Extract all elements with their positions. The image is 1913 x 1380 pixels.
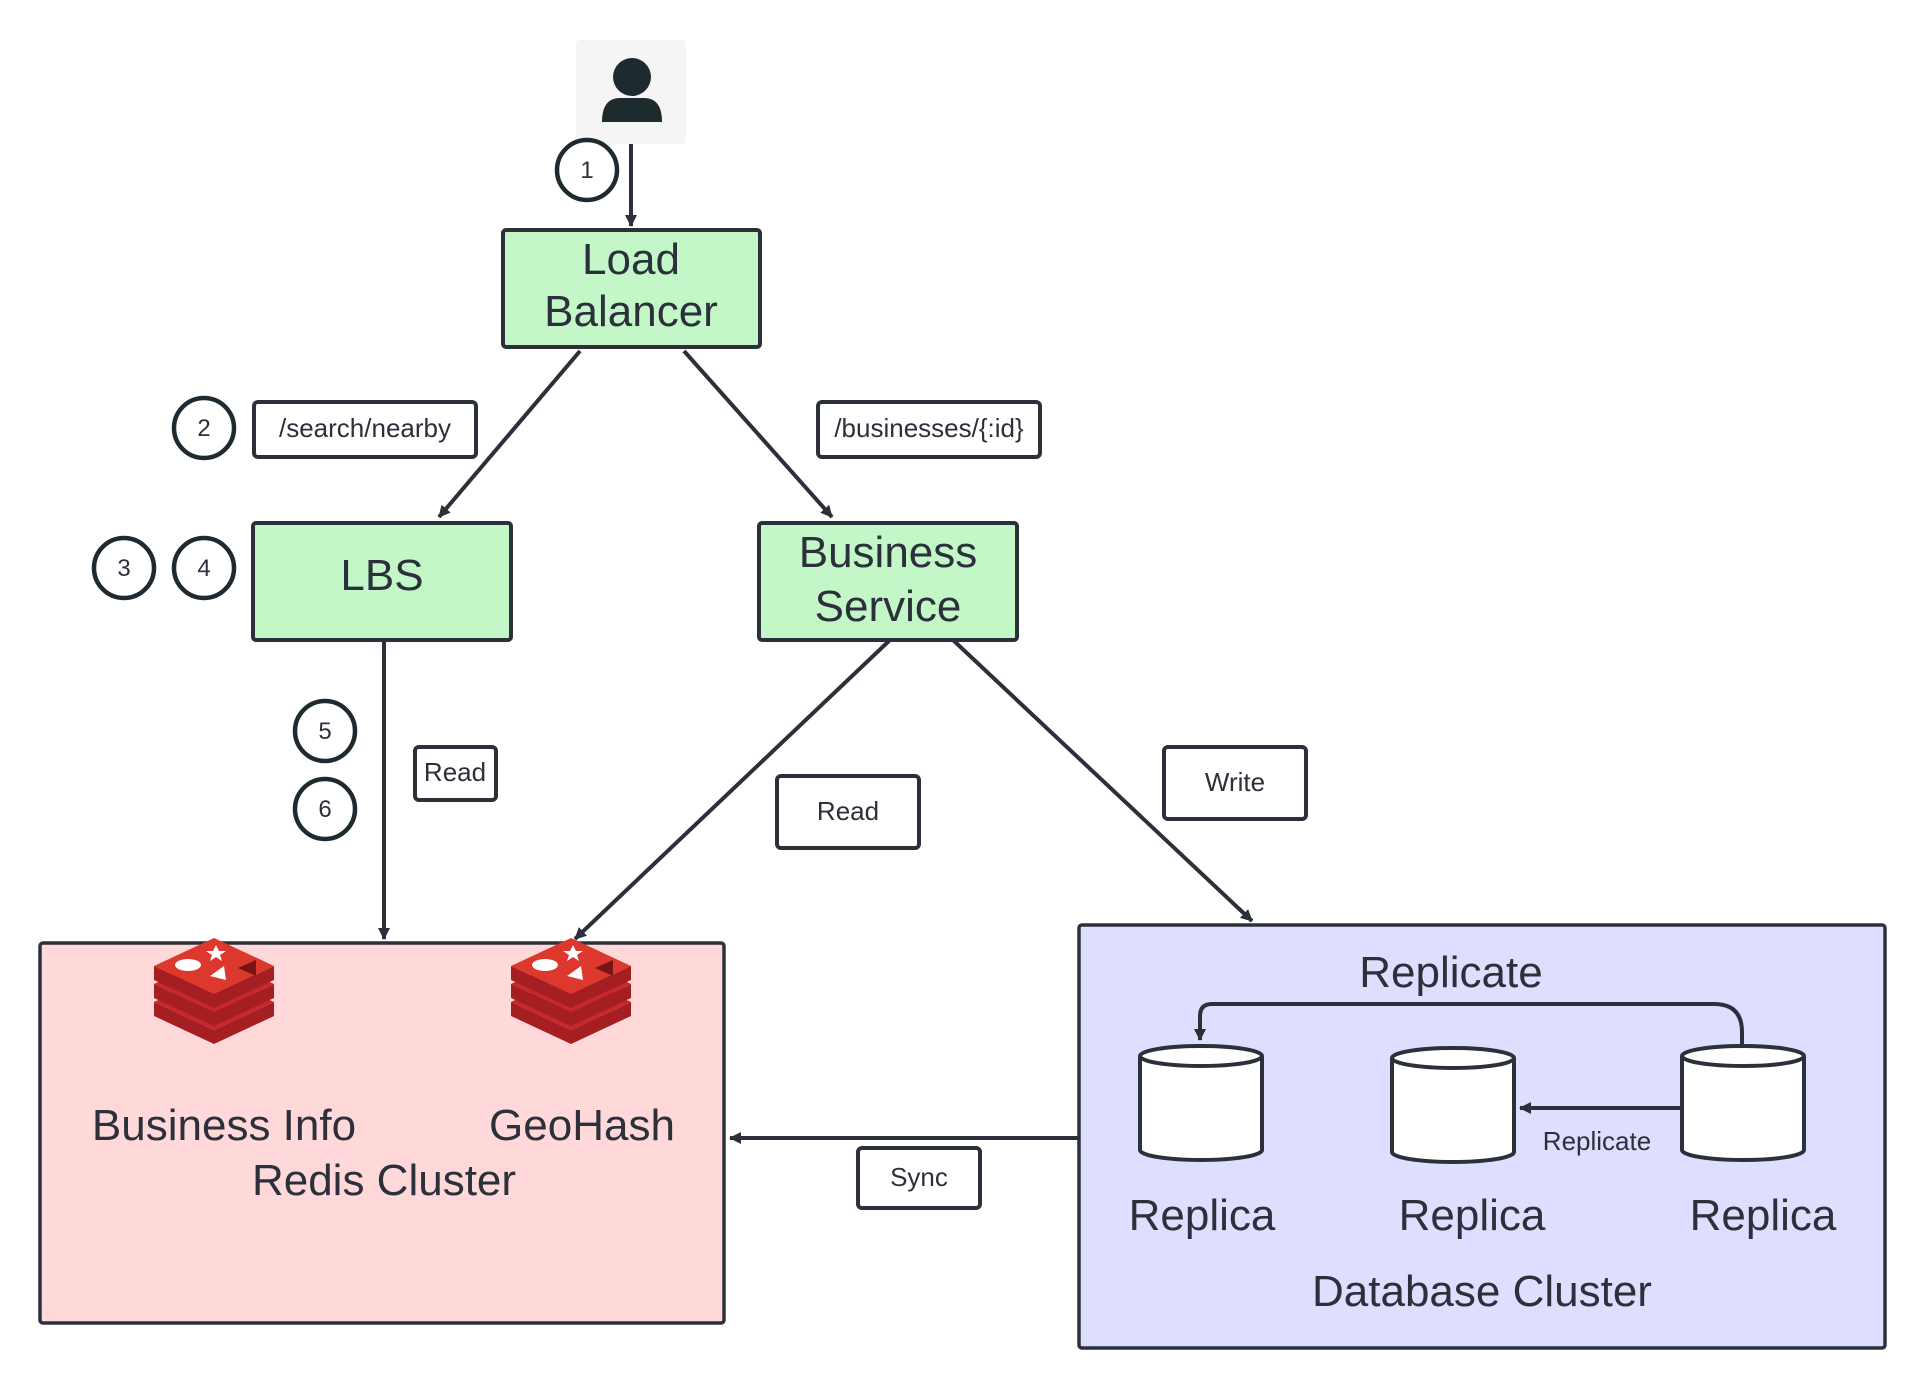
step-badge-4: 4 [171, 535, 237, 601]
load-balancer-node: Load Balancer [501, 228, 762, 349]
replica-label: Replica [1129, 1191, 1276, 1240]
database-icon [1680, 1044, 1806, 1162]
replicate-top-label: Replicate [1359, 948, 1542, 997]
database-cluster-title: Database Cluster [1312, 1267, 1652, 1316]
lbs-node: LBS [251, 521, 513, 642]
svg-text:4: 4 [197, 555, 210, 582]
database-cluster: Replicate Replicate Replica Replica Repl… [1077, 923, 1887, 1350]
step-badge-2: 2 [171, 395, 237, 461]
edge-label-business-read: Read [775, 774, 921, 850]
step-badge-5: 5 [292, 698, 358, 764]
svg-text:Write: Write [1205, 767, 1265, 797]
redis-icon [154, 938, 274, 1044]
svg-text:2: 2 [197, 415, 210, 442]
edge-label-lbs-read: Read [413, 745, 498, 802]
edge-label-write: Write [1162, 745, 1308, 821]
redis-cluster: Business Info GeoHash Redis Cluster [38, 938, 726, 1325]
edge-lb-to-business [682, 349, 834, 519]
redis-icon [511, 938, 631, 1044]
svg-text:/search/nearby: /search/nearby [279, 413, 451, 443]
business-service-label-line2: Service [815, 582, 962, 631]
svg-text:/businesses/{:id}: /businesses/{:id} [834, 413, 1024, 443]
business-service-label-line1: Business [799, 528, 978, 577]
replica-label: Replica [1399, 1191, 1546, 1240]
svg-text:3: 3 [117, 555, 130, 582]
replicate-inner-label: Replicate [1543, 1126, 1651, 1156]
edge-lb-to-lbs [437, 349, 582, 519]
edge-label-businesses-id: /businesses/{:id} [816, 400, 1042, 459]
edge-label-search-nearby: /search/nearby [252, 400, 478, 459]
svg-text:Read: Read [424, 757, 486, 787]
business-service-node: Business Service [757, 521, 1019, 642]
step-badge-3: 3 [91, 535, 157, 601]
edge-business-to-redis [573, 638, 892, 941]
svg-text:6: 6 [318, 796, 331, 823]
replica-label: Replica [1690, 1191, 1837, 1240]
user-icon [602, 58, 662, 122]
svg-text:1: 1 [580, 157, 593, 184]
svg-text:Read: Read [817, 796, 879, 826]
database-icon [1390, 1046, 1516, 1164]
replicate-arrow-top [1194, 1002, 1744, 1046]
edge-label-sync: Sync [856, 1146, 982, 1210]
geohash-label: GeoHash [489, 1101, 675, 1150]
user-node [576, 40, 686, 144]
step-badge-6: 6 [292, 776, 358, 842]
load-balancer-label-line1: Load [582, 235, 680, 284]
business-info-label: Business Info [92, 1101, 356, 1150]
database-icon [1138, 1044, 1264, 1162]
redis-cluster-title: Redis Cluster [252, 1156, 516, 1205]
lbs-label: LBS [340, 551, 423, 600]
edge-business-to-db [951, 638, 1254, 923]
load-balancer-label-line2: Balancer [544, 287, 718, 336]
svg-text:Sync: Sync [890, 1162, 948, 1192]
svg-text:5: 5 [318, 718, 331, 745]
step-badge-1: 1 [554, 137, 620, 203]
